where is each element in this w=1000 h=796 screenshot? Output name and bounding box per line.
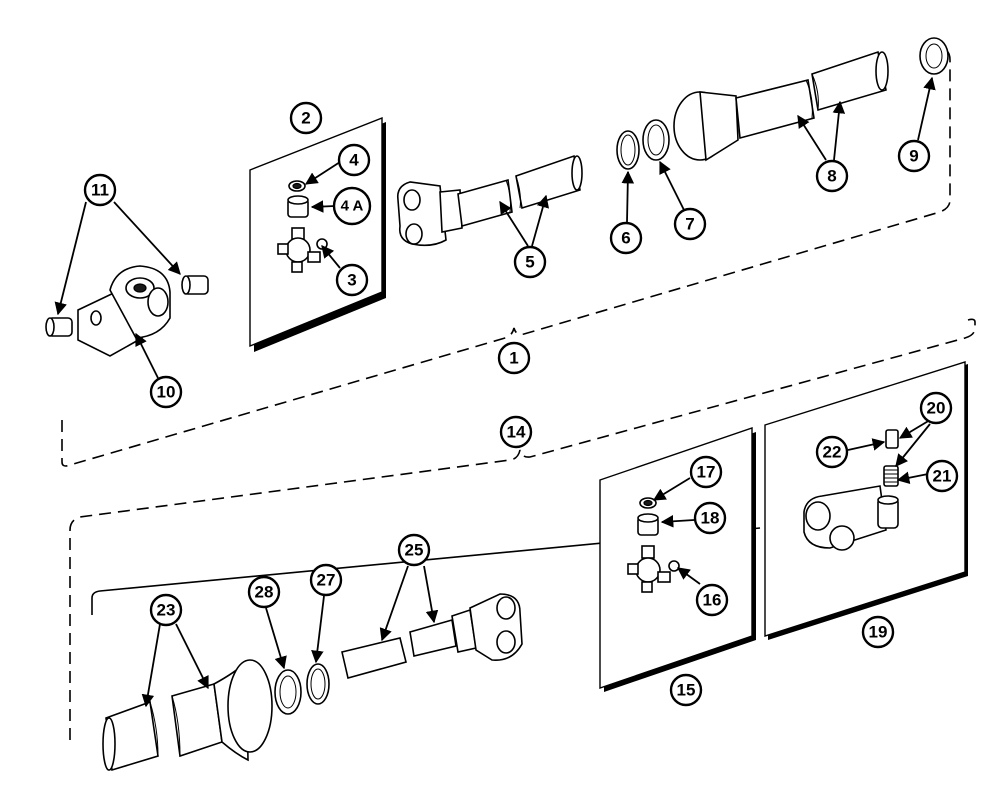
cross-3 — [277, 227, 328, 273]
ring-28 — [274, 669, 302, 715]
svg-text:25: 25 — [405, 541, 424, 560]
callout-1: 1 — [497, 341, 531, 375]
callout-21: 21 — [925, 459, 959, 493]
cross-16 — [627, 545, 680, 593]
svg-text:21: 21 — [933, 467, 952, 486]
callout-3: 3 — [335, 263, 369, 297]
svg-text:4: 4 — [349, 151, 359, 170]
svg-text:17: 17 — [697, 463, 716, 482]
callout-22: 22 — [815, 435, 849, 469]
svg-text:1: 1 — [509, 349, 518, 368]
callout-18: 18 — [693, 501, 727, 535]
boot-tube-23 — [102, 659, 273, 772]
svg-text:27: 27 — [317, 571, 336, 590]
bearing-cup-4a — [287, 195, 309, 218]
assembly-14-bracket — [69, 318, 976, 740]
panel-15 — [599, 427, 756, 692]
yoke-19 — [803, 485, 899, 551]
svg-text:2: 2 — [301, 109, 310, 128]
svg-text:11: 11 — [91, 181, 109, 200]
svg-text:14: 14 — [507, 423, 526, 442]
callout-2: 2 — [289, 101, 323, 135]
callout-16: 16 — [695, 583, 729, 617]
svg-text:28: 28 — [255, 583, 274, 602]
spring-21 — [883, 465, 899, 487]
callout-15: 15 — [669, 673, 703, 707]
svg-text:15: 15 — [677, 681, 696, 700]
svg-text:16: 16 — [703, 591, 722, 610]
svg-text:3: 3 — [347, 271, 356, 290]
slip-yoke-25 — [341, 593, 523, 679]
svg-text:10: 10 — [157, 383, 176, 402]
snap-ring-27 — [306, 663, 330, 705]
fitting-22 — [885, 429, 899, 449]
boot-tube-8 — [673, 50, 889, 162]
callout-7: 7 — [673, 207, 707, 241]
snap-ring-6 — [616, 130, 640, 170]
seal-9 — [919, 37, 949, 75]
callout-8: 8 — [815, 159, 849, 193]
bushing-11-right — [181, 275, 209, 295]
callout-4: 4 — [337, 143, 371, 177]
callout-10: 10 — [149, 375, 183, 409]
svg-text:6: 6 — [621, 229, 630, 248]
callout-5: 5 — [513, 245, 547, 279]
callout-20: 20 — [919, 391, 953, 425]
callout-25: 25 — [397, 533, 431, 567]
svg-text:22: 22 — [823, 443, 842, 462]
callout-19: 19 — [861, 615, 895, 649]
svg-text:4 A: 4 A — [341, 198, 364, 215]
assembly-1-bracket — [61, 48, 951, 467]
callout-28: 28 — [247, 575, 281, 609]
callout-4a: 4 A — [332, 186, 372, 226]
svg-text:18: 18 — [701, 509, 720, 528]
svg-text:5: 5 — [525, 253, 534, 272]
pillow-block-10 — [77, 265, 171, 357]
callout-27: 27 — [309, 563, 343, 597]
callout-14: 14 — [499, 415, 533, 449]
callout-11: 11 — [83, 173, 117, 207]
bushing-11-left — [45, 317, 73, 337]
leader-lines — [54, 76, 936, 708]
svg-text:8: 8 — [827, 167, 836, 186]
svg-text:19: 19 — [869, 623, 888, 642]
yoke-tube-5 — [396, 154, 583, 247]
snap-ring-6-inner — [620, 134, 636, 166]
assembly-23-bracket — [91, 527, 761, 615]
svg-text:7: 7 — [685, 215, 694, 234]
callout-23: 23 — [149, 593, 183, 627]
ring-7 — [642, 119, 670, 161]
svg-text:9: 9 — [909, 147, 918, 166]
svg-text:20: 20 — [927, 399, 946, 418]
callout-9: 9 — [897, 139, 931, 173]
svg-text:23: 23 — [157, 601, 176, 620]
bearing-cup-18 — [637, 513, 659, 536]
callout-6: 6 — [609, 221, 643, 255]
callout-17: 17 — [689, 455, 723, 489]
seal-17 — [639, 497, 657, 509]
seal-4 — [288, 180, 306, 192]
